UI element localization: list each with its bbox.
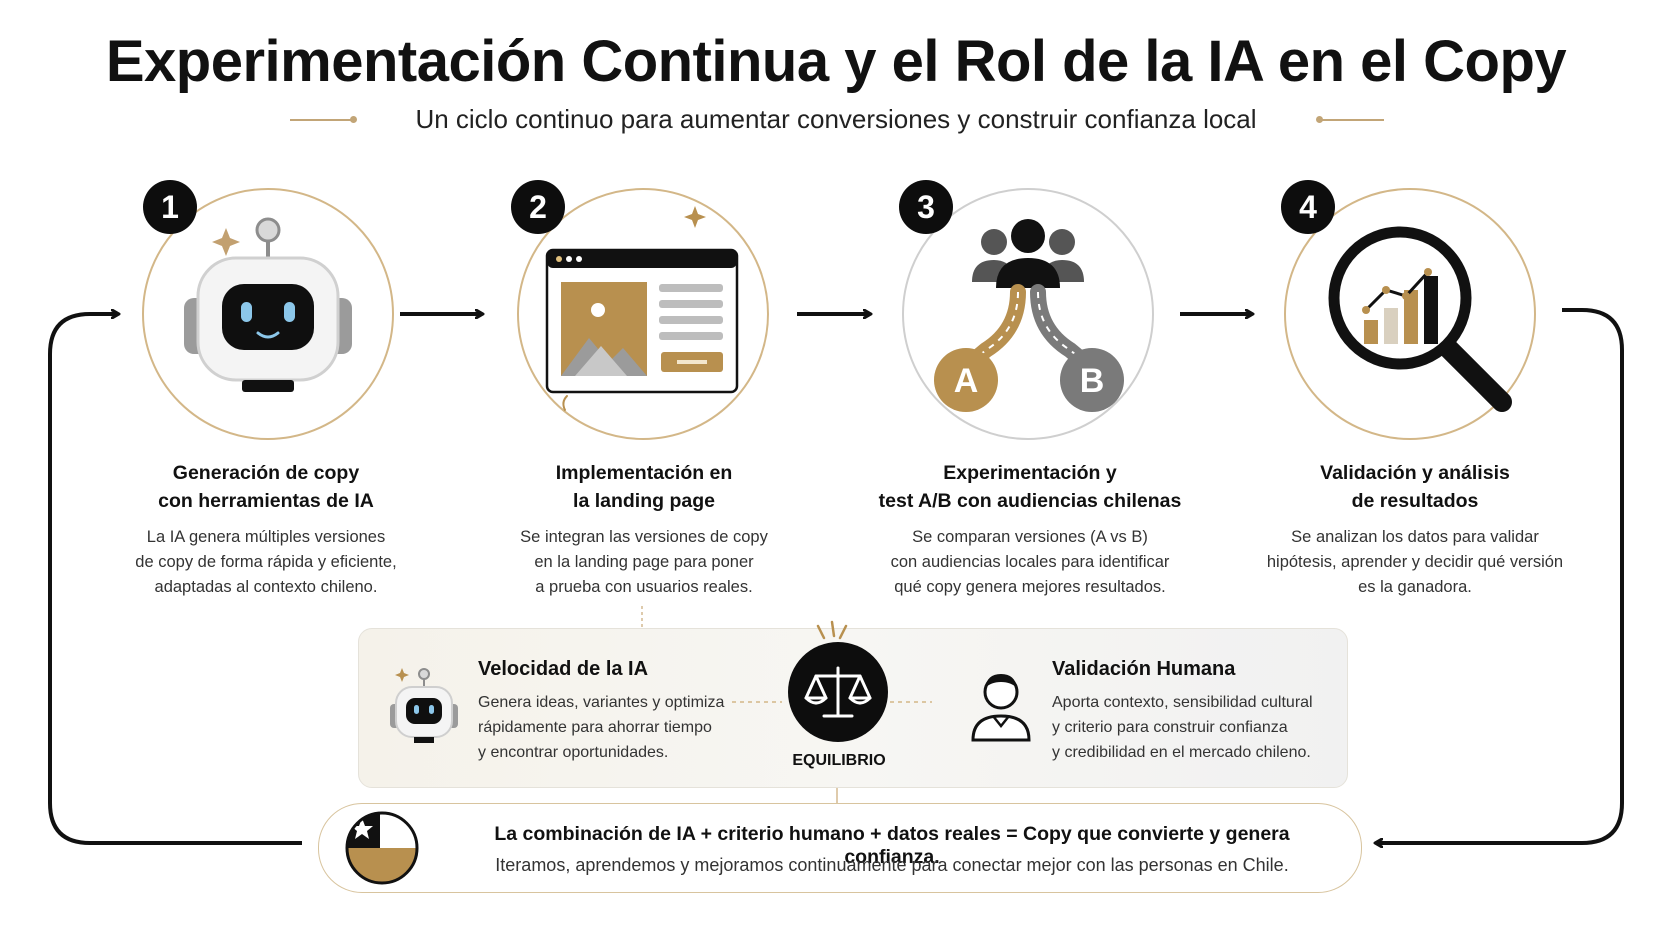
step-2-circle [517, 188, 769, 440]
subtitle-row: Un ciclo continuo para aumentar conversi… [0, 98, 1672, 138]
step-3-number: 3 [899, 180, 953, 234]
magnifier-chart-icon [1328, 226, 1512, 412]
subtitle-right-dot [1316, 116, 1323, 123]
small-robot-icon [390, 668, 458, 743]
landing-page-icon [545, 206, 739, 411]
subtitle-left-dot [350, 116, 357, 123]
chile-flag-icon [345, 811, 419, 885]
step-4-circle [1284, 188, 1536, 440]
label-a: A [954, 362, 979, 400]
conclusion-text: Iteramos, aprendemos y mejoramos continu… [495, 855, 1289, 875]
ai-speed-title: Velocidad de la IA [478, 658, 649, 680]
step-3-circle: A B [902, 188, 1154, 440]
label-b: B [1080, 362, 1105, 400]
step-3-description: Se comparan versiones (A vs B)con audien… [890, 528, 1170, 596]
equilibrium-label: EQUILIBRIO [792, 752, 886, 769]
page-subtitle: Un ciclo continuo para aumentar conversi… [415, 104, 1257, 134]
conclusion-box [318, 803, 1362, 893]
conclusion-headline: La combinación de IA + criterio humano +… [494, 823, 1290, 868]
human-validation-title: Validación Humana [1052, 658, 1236, 680]
step-2-number: 2 [511, 180, 565, 234]
step-4-number: 4 [1281, 180, 1335, 234]
sparkle-icon [684, 206, 706, 228]
subtitle-right-line [1322, 119, 1384, 121]
human-icon [971, 674, 1031, 742]
step-1-number: 1 [143, 180, 197, 234]
ab-test-audience-icon: A B [934, 219, 1124, 412]
balance-scale-group [732, 620, 932, 742]
step-1-circle [142, 188, 394, 440]
subtitle-left-line [290, 119, 352, 121]
loop-right-arrow [1376, 308, 1624, 843]
loop-left-arrow [48, 314, 302, 845]
scale-icon [804, 666, 872, 718]
sparkle-icon [212, 228, 240, 256]
robot-icon [184, 217, 352, 392]
page-title: Experimentación Continua y el Rol de la … [105, 29, 1567, 94]
